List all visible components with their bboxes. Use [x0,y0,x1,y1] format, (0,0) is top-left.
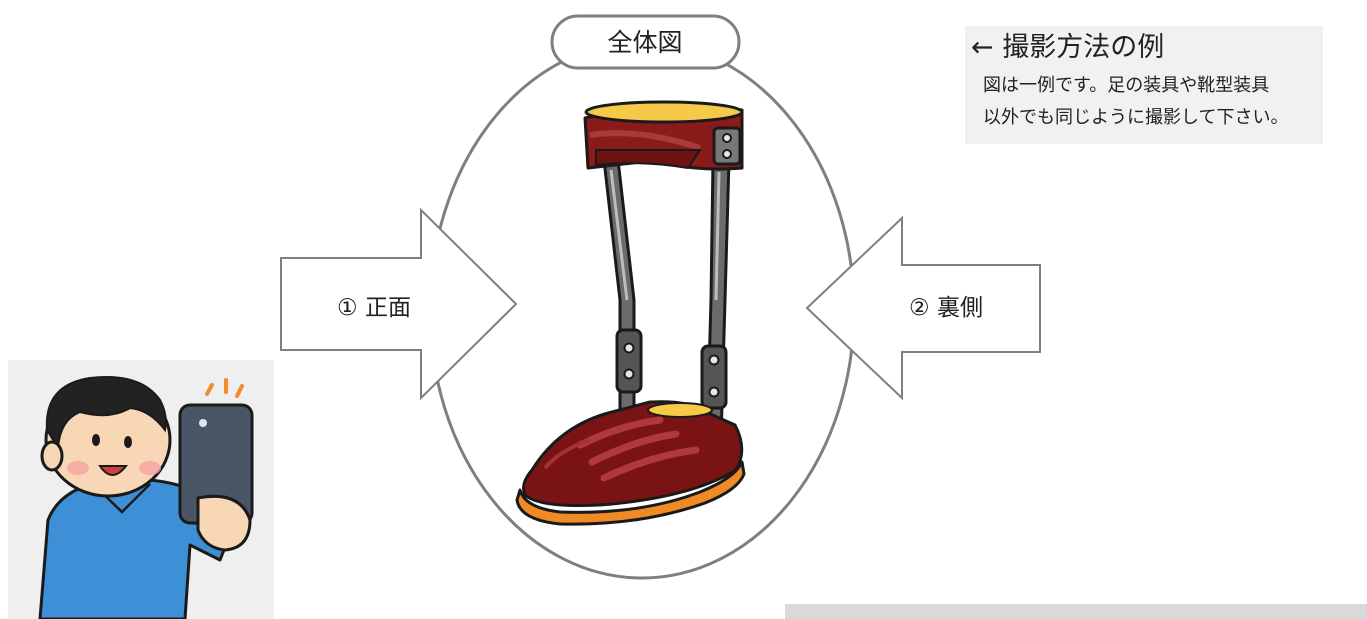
note-title: ← 撮影方法の例 [971,32,1165,63]
person-taking-photo-icon [8,360,274,619]
bottom-bar [785,604,1367,619]
note-line-2: 以外でも同じように撮影して下さい。 [983,107,1289,128]
overall-label: 全体図 [607,28,682,57]
instruction-note: ← 撮影方法の例 図は一例です。足の装具や靴型装具 以外でも同じように撮影して下… [965,26,1323,144]
front-label: ① 正面 [337,295,411,321]
front-arrow [280,207,518,401]
note-line-1: 図は一例です。足の装具や靴型装具 [983,75,1270,96]
leg-brace-icon [515,100,746,526]
back-arrow [805,215,1041,401]
overall-label-pill [550,14,741,70]
back-label: ② 裏側 [909,295,983,321]
